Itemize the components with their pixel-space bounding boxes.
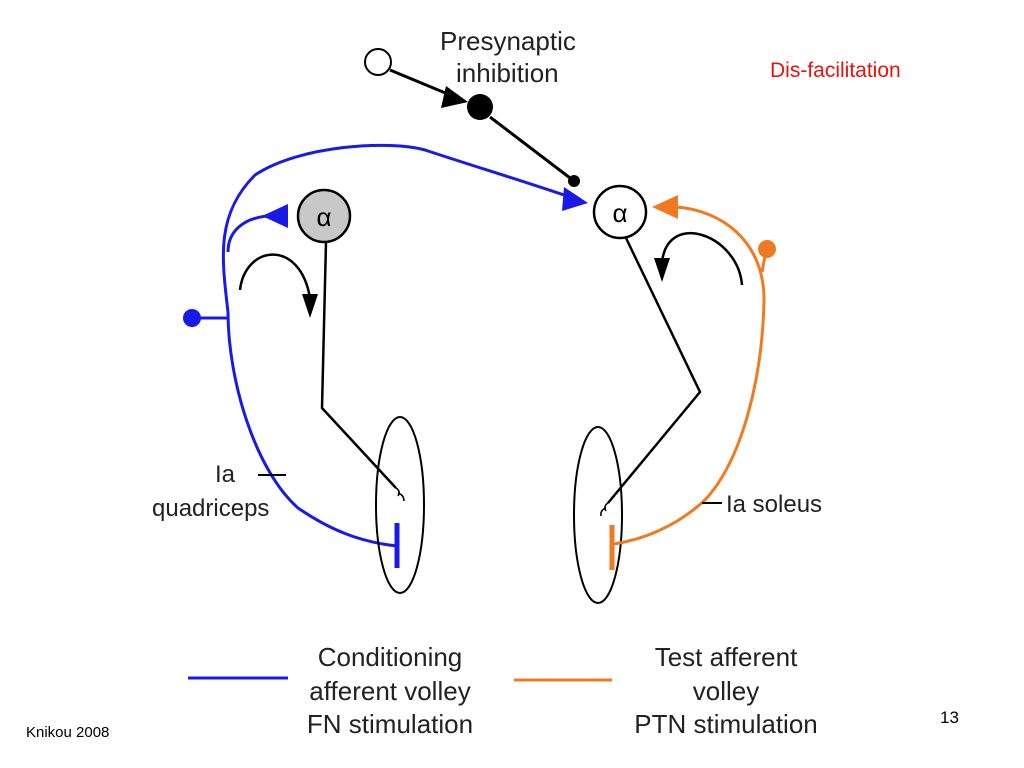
quadriceps-alpha-label: α (316, 202, 331, 232)
presynaptic-excitatory-terminal (441, 86, 468, 108)
ia-quadriceps-label-line2: quadriceps (152, 495, 269, 522)
presynaptic-inhibition-label-line2: inhibition (456, 58, 559, 88)
page-number: 13 (940, 708, 959, 727)
soleus-recurrent-feedback-arrow (660, 232, 744, 286)
soleus-muscle (573, 426, 623, 604)
quadriceps-recurrent-feedback-arrow (238, 253, 312, 299)
ia-quadriceps-terminal-on-soleus-mn (562, 187, 588, 211)
legend-conditioning-line1: Conditioning (318, 642, 463, 672)
soleus-alpha-motoneuron (592, 184, 648, 240)
fn-stimulation-electrode-dot (183, 309, 201, 327)
quadriceps-neuromuscular-ending (395, 487, 405, 502)
soleus-motor-axon (607, 237, 702, 504)
legend-test-line3: PTN stimulation (634, 709, 818, 739)
presynaptic-inhibition-label-line1: Presynaptic (440, 26, 576, 56)
ia-quadriceps-collateral-branch (226, 214, 269, 253)
ia-quadriceps-terminal-on-quad-mn (262, 204, 288, 228)
legend-test-line1: Test afferent (655, 642, 798, 672)
citation-footer: Knikou 2008 (26, 724, 110, 741)
presynaptic-interneuron-open-circle (364, 48, 392, 76)
presynaptic-inhibitory-interneuron-black (467, 94, 493, 120)
quadriceps-feedback-arrowhead (302, 294, 318, 318)
legend-conditioning-line2: afferent volley (309, 676, 470, 706)
soleus-feedback-arrowhead (654, 258, 670, 282)
soleus-neuromuscular-ending (600, 502, 609, 517)
ia-soleus-label: Ia soleus (726, 491, 822, 518)
ia-soleus-afferent (613, 205, 766, 546)
presynaptic-axoaxonic-terminal (568, 175, 580, 187)
legend-conditioning-line3: FN stimulation (307, 709, 473, 739)
ia-soleus-terminal-on-soleus-mn (652, 195, 678, 219)
ia-quadriceps-label-line1: Ia (215, 461, 236, 488)
quadriceps-motor-axon (320, 241, 397, 489)
slide-heading: Dis-facilitation (770, 59, 901, 82)
quadriceps-muscle (375, 416, 425, 594)
soleus-alpha-label: α (612, 198, 627, 228)
ia-quadriceps-afferent-lower (226, 311, 398, 548)
ptn-stimulation-electrode-dot (758, 240, 776, 258)
presynaptic-axon-segment-1 (389, 68, 456, 99)
quadriceps-alpha-motoneuron (296, 188, 352, 244)
ia-quadriceps-afferent-top (221, 143, 565, 313)
legend-test-line2: volley (693, 676, 759, 706)
presynaptic-axon-segment-2 (489, 115, 575, 183)
